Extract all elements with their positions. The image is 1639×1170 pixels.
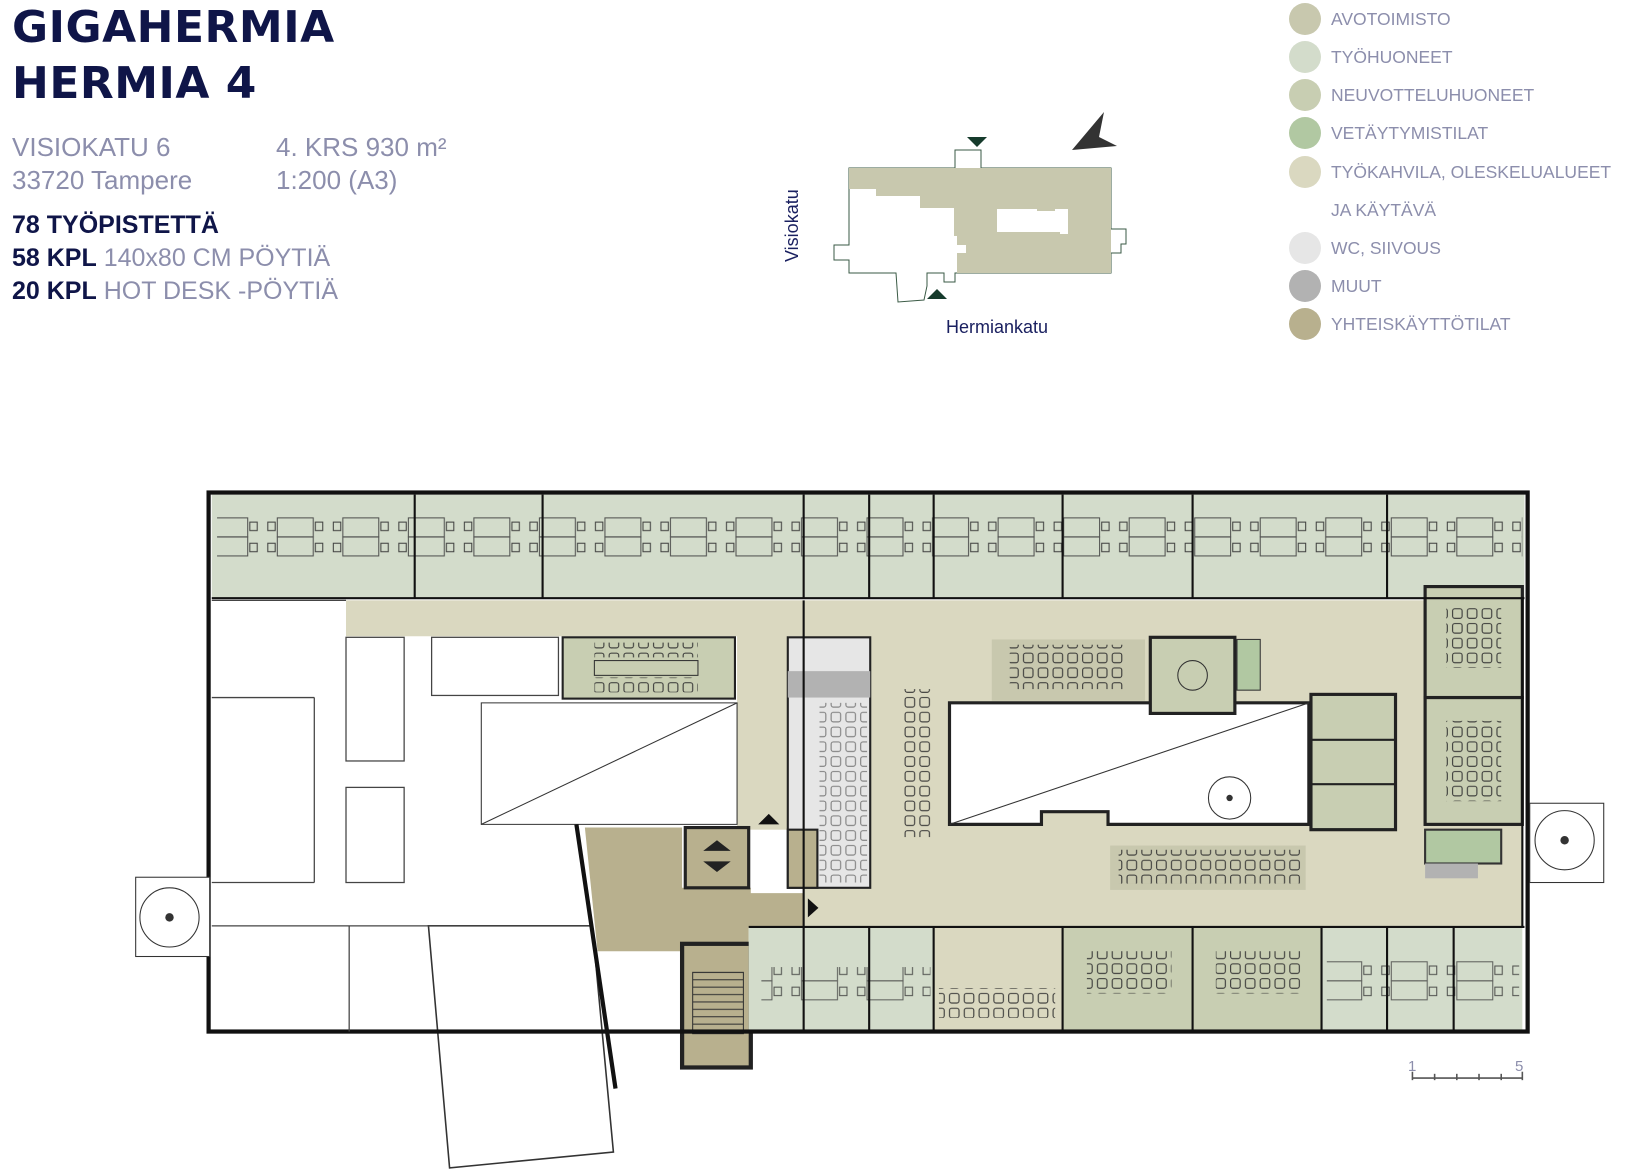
desk-cluster: [1118, 849, 1301, 884]
workstations: 78 TYÖPISTETTÄ: [12, 213, 219, 238]
walls: [206, 490, 1530, 1089]
plan-shape: [430, 636, 560, 697]
legend-swatch: [1289, 3, 1321, 35]
scale-bar: [1411, 1071, 1524, 1081]
legend-item: YHTEISKÄYTTÖTILAT: [1289, 307, 1511, 341]
elevator: [683, 825, 751, 890]
legend-item: MUUT: [1289, 269, 1382, 303]
plan-shape: [1226, 794, 1233, 802]
void-diagonal: [949, 702, 1310, 825]
meeting-chairs: [1215, 951, 1301, 994]
west-annex: [427, 925, 615, 1169]
legend-item: VETÄYTYMISTILAT: [1289, 116, 1488, 150]
legend-item: TYÖKAHVILA, OLESKELUALUEET: [1289, 155, 1611, 189]
hotdesk-label: HOT DESK -PÖYTIÄ: [103, 277, 339, 305]
plan-shape: [413, 494, 1525, 1032]
legend-item: WC, SIIVOUS: [1289, 231, 1441, 265]
elevator-arrows-icon: [703, 840, 731, 851]
meeting-chairs: [594, 677, 698, 693]
plan-shape: [1560, 836, 1569, 845]
legend-swatch: [1289, 156, 1321, 188]
legend-item-continued: JA KÄYTÄVÄ: [1289, 193, 1436, 227]
stairs: [692, 971, 744, 1035]
legend-swatch: [1289, 308, 1321, 340]
zone-corridor-left: [346, 600, 804, 637]
scale-text: 1:200 (A3): [276, 165, 398, 195]
floor-area: 4. KRS 930 m²: [276, 132, 447, 162]
legend-swatch: [1289, 270, 1321, 302]
legend-label: YHTEISKÄYTTÖTILAT: [1331, 313, 1511, 334]
legend-item: AVOTOIMISTO: [1289, 2, 1451, 36]
legend-label: TYÖHUONEET: [1331, 46, 1453, 67]
legend-label: NEUVOTTELUHUONEET: [1331, 84, 1535, 105]
left-void-diagonal: [481, 702, 738, 825]
plan-shape: [574, 824, 618, 1089]
legend-item: NEUVOTTELUHUONEET: [1289, 78, 1534, 112]
legend-swatch: [1289, 232, 1321, 264]
plan-shape: [211, 599, 618, 1089]
meeting-room-small: [1148, 635, 1237, 715]
plan-shape: [1207, 776, 1252, 820]
zone-corridor-left-vertical: [737, 634, 788, 830]
title-line2: HERMIA 4: [12, 58, 257, 109]
legend-swatch: [1289, 41, 1321, 73]
workstations-text: 78 TYÖPISTETTÄ: [12, 211, 219, 239]
street-label-south: Hermiankatu: [946, 317, 1049, 337]
north-arrow-icon: [1072, 112, 1117, 150]
wc-cubicles: [819, 702, 868, 883]
plan-shape: [139, 887, 200, 948]
zone-quiet-room: [1236, 638, 1261, 691]
spiral-stairs-east: [1529, 802, 1605, 884]
scale-bar-end: 5: [1515, 1058, 1524, 1075]
legend-label: JA KÄYTÄVÄ: [1331, 199, 1437, 220]
plan-shape: [1534, 810, 1595, 871]
desk-furniture-bottom: [761, 967, 931, 1010]
zone-other-east: [1425, 863, 1478, 879]
meeting-rooms-right-stack: [1309, 692, 1398, 832]
chairs-column: [904, 689, 934, 838]
meeting-chairs: [1446, 720, 1502, 802]
key-map-rented-area: [849, 168, 1111, 273]
plan-shape: [345, 636, 405, 762]
address-city: 33720 Tampere: [12, 165, 193, 195]
key-map-void: [997, 209, 1068, 234]
desk-cluster: [1009, 644, 1127, 690]
plan-shape: [345, 786, 405, 884]
desks-label: 140x80 CM PÖYTIÄ: [103, 244, 331, 272]
legend-label: VETÄYTYMISTILAT: [1331, 122, 1489, 143]
entrance-north-icon: [967, 137, 987, 147]
zone-other-shaft: [787, 671, 871, 698]
elevator-arrows-icon: [703, 861, 731, 872]
meeting-chairs: [1446, 604, 1502, 668]
legend-swatch: [1289, 79, 1321, 111]
legend-label: MUUT: [1331, 275, 1382, 296]
entrance-south-icon: [927, 289, 947, 299]
legend-label: TYÖKAHVILA, OLESKELUALUEET: [1331, 161, 1612, 182]
legend-item: TYÖHUONEET: [1289, 40, 1453, 74]
title-line1: GIGAHERMIA: [12, 2, 335, 53]
chairs-bottom-cafe: [938, 988, 1056, 1018]
legend-swatch: [1289, 117, 1321, 149]
spiral-stairs-center: [1207, 776, 1252, 820]
legend-label: AVOTOIMISTO: [1331, 8, 1451, 29]
legend-label: WC, SIIVOUS: [1331, 237, 1441, 258]
desk-furniture-bottom: [1326, 951, 1520, 1010]
scale-bar-start: 1: [1408, 1058, 1417, 1075]
plan-shape: [165, 913, 174, 922]
hotdesk-count: 20 KPL: [12, 277, 97, 305]
hotdesk-line: 20 KPL HOT DESK -PÖYTIÄ: [12, 279, 338, 304]
desks-line: 58 KPL 140x80 CM PÖYTIÄ: [12, 246, 330, 271]
desks-count: 58 KPL: [12, 244, 97, 272]
round-table: [1177, 660, 1208, 691]
meeting-chairs: [594, 642, 698, 658]
meeting-chairs: [1086, 951, 1172, 994]
address-street: VISIOKATU 6: [12, 132, 171, 162]
entrance-marker-icon: [807, 898, 819, 918]
spiral-stairs-west: [135, 876, 211, 958]
meeting-table: [593, 660, 699, 676]
zone-quiet-room-east: [1424, 828, 1503, 865]
entrance-marker-icon: [758, 813, 780, 825]
key-map-building: [833, 112, 1127, 303]
